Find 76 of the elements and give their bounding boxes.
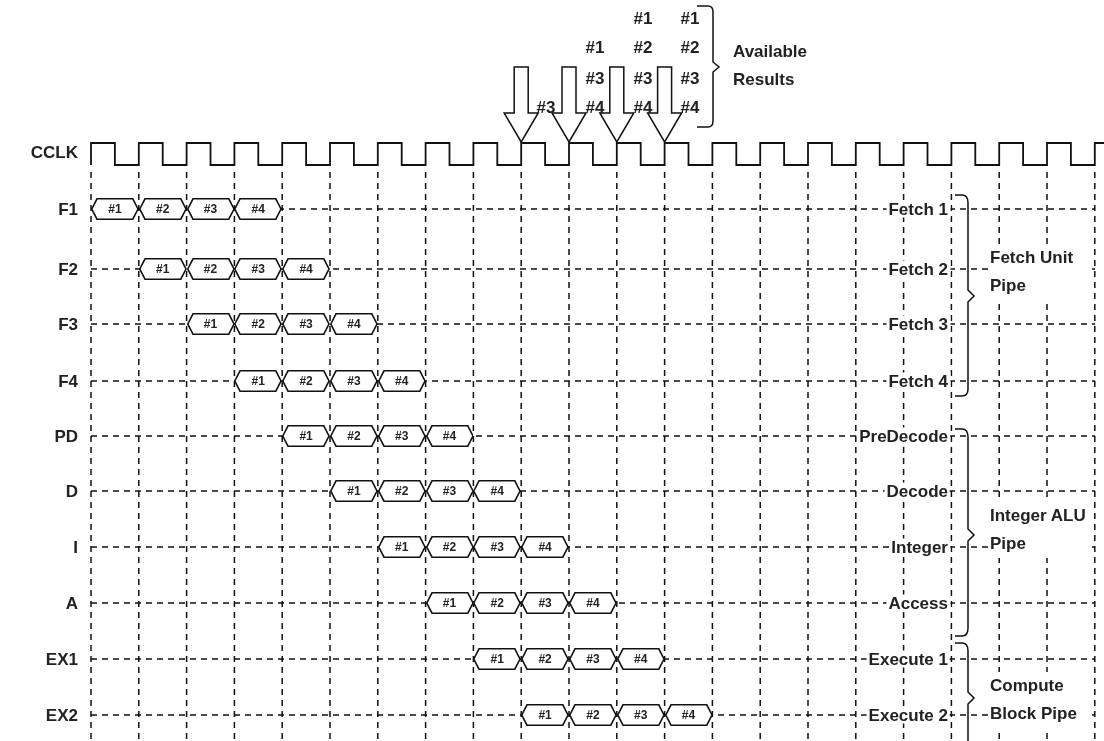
data-hexagon: #4 xyxy=(282,258,330,280)
result-number: #4 xyxy=(633,98,653,116)
signal-name: CCLK xyxy=(28,143,80,161)
data-hexagon: #2 xyxy=(569,704,617,726)
result-number: #2 xyxy=(680,38,700,56)
stage-name: Fetch 3 xyxy=(886,315,950,333)
signal-name: I xyxy=(71,538,80,556)
signal-name: A xyxy=(63,594,80,612)
signal-name: F3 xyxy=(56,315,80,333)
stage-name: Decode xyxy=(884,482,950,500)
signal-name: D xyxy=(63,482,80,500)
result-number: #4 xyxy=(585,98,605,116)
data-hexagon: #1 xyxy=(234,370,283,392)
bracket-label: Available Results xyxy=(733,41,809,91)
signal-name: PD xyxy=(52,427,80,445)
data-hexagon: #1 xyxy=(473,648,522,670)
result-number: #3 xyxy=(633,69,653,87)
data-hexagon: #1 xyxy=(425,592,474,614)
data-hexagon: #3 xyxy=(473,536,522,558)
result-number: #2 xyxy=(633,38,653,56)
data-hexagon: #2 xyxy=(377,480,426,502)
result-number: #3 xyxy=(585,69,605,87)
data-hexagon: #3 xyxy=(569,648,617,670)
signal-name: F1 xyxy=(56,200,80,218)
data-hexagon: #3 xyxy=(234,258,283,280)
data-hexagon: #3 xyxy=(377,425,426,447)
data-hexagon: #4 xyxy=(425,425,474,447)
data-hexagon: #4 xyxy=(521,536,569,558)
signal-name: EX2 xyxy=(43,706,80,724)
stage-name: PreDecode xyxy=(857,427,950,445)
pipe-group-label: Compute Block Pipe xyxy=(990,672,1090,728)
data-hexagon: #3 xyxy=(186,198,235,220)
data-hexagon: #3 xyxy=(330,370,378,392)
data-hexagon: #2 xyxy=(282,370,330,392)
data-hexagon: #4 xyxy=(377,370,426,392)
data-hexagon: #1 xyxy=(138,258,187,280)
data-hexagon: #3 xyxy=(521,592,569,614)
result-number: #3 xyxy=(536,98,556,116)
stage-name: Access xyxy=(886,594,950,612)
stage-name: Fetch 1 xyxy=(886,200,950,218)
stage-name: Fetch 4 xyxy=(886,372,950,390)
signal-name: EX1 xyxy=(43,650,80,668)
data-hexagon: #2 xyxy=(234,313,283,335)
data-hexagon: #4 xyxy=(330,313,378,335)
pipe-group-label: Integer ALU Pipe xyxy=(990,502,1090,558)
data-hexagon: #4 xyxy=(664,704,713,726)
result-number: #3 xyxy=(680,69,700,87)
data-hexagon: #1 xyxy=(186,313,235,335)
data-hexagon: #1 xyxy=(282,425,330,447)
data-hexagon: #2 xyxy=(521,648,569,670)
stage-name: Execute 2 xyxy=(866,706,950,724)
data-hexagon: #3 xyxy=(282,313,330,335)
signal-name: F2 xyxy=(56,260,80,278)
data-hexagon: #4 xyxy=(234,198,283,220)
stage-name: Execute 1 xyxy=(866,650,950,668)
data-hexagon: #3 xyxy=(616,704,665,726)
data-hexagon: #2 xyxy=(138,198,187,220)
data-hexagon: #3 xyxy=(425,480,474,502)
data-hexagon: #4 xyxy=(569,592,617,614)
data-hexagon: #2 xyxy=(425,536,474,558)
stage-name: Fetch 2 xyxy=(886,260,950,278)
signal-name: F4 xyxy=(56,372,80,390)
stage-name: Integer xyxy=(889,538,950,556)
result-number: #1 xyxy=(585,38,605,56)
data-hexagon: #1 xyxy=(330,480,378,502)
result-number: #1 xyxy=(680,9,700,27)
data-hexagon: #1 xyxy=(91,198,139,220)
data-hexagon: #2 xyxy=(473,592,522,614)
data-hexagon: #1 xyxy=(377,536,426,558)
data-hexagon: #4 xyxy=(616,648,665,670)
result-number: #4 xyxy=(680,98,700,116)
data-hexagon: #2 xyxy=(330,425,378,447)
data-hexagon: #4 xyxy=(473,480,522,502)
result-number: #1 xyxy=(633,9,653,27)
data-hexagon: #2 xyxy=(186,258,235,280)
data-hexagon: #1 xyxy=(521,704,569,726)
